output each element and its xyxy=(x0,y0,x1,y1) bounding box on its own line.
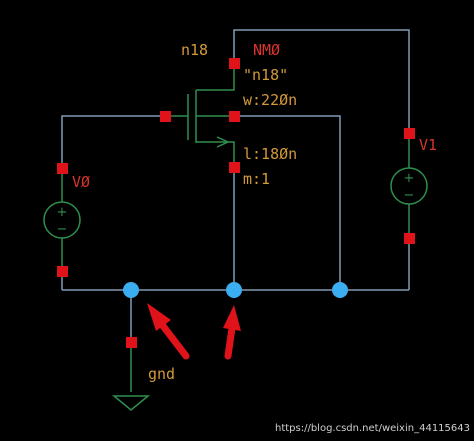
v1-instance-label: V1 xyxy=(419,136,437,154)
net-dot-gnd-left[interactable] xyxy=(123,282,139,298)
pin-bulk[interactable] xyxy=(229,111,240,122)
pin-drain[interactable] xyxy=(229,58,240,69)
source-lead xyxy=(196,141,235,168)
transistor-multiplier-param: m:1 xyxy=(243,170,270,188)
v0-plus-sign: + xyxy=(57,205,68,220)
source-arrow xyxy=(216,136,230,148)
transistor-width-param: w:22Øn xyxy=(243,91,297,109)
transistor-instance-label: NMØ xyxy=(253,41,280,59)
drain-lead xyxy=(196,63,235,91)
pin-source[interactable] xyxy=(229,162,240,173)
net-dot-gnd-bulk[interactable] xyxy=(332,282,348,298)
net-dot-gnd-source[interactable] xyxy=(226,282,242,298)
pin-v1-minus[interactable] xyxy=(404,233,415,244)
pin-gate[interactable] xyxy=(160,111,171,122)
watermark-text: https://blog.csdn.net/weixin_44115643 xyxy=(275,423,470,434)
net-dots xyxy=(123,282,348,298)
ground-symbol-icon[interactable] xyxy=(111,342,151,411)
transistor-model-label: n18 xyxy=(181,41,208,59)
pin-gnd[interactable] xyxy=(126,337,137,348)
ground-triangle xyxy=(111,395,151,411)
wire-v0-to-gate xyxy=(61,115,166,168)
pin-v0-plus[interactable] xyxy=(57,163,68,174)
v0-instance-label: VØ xyxy=(72,173,90,191)
wire-drain-to-v1-plus xyxy=(233,29,410,133)
gnd-label: gnd xyxy=(148,365,175,383)
v1-plus-sign: + xyxy=(404,171,415,186)
wire-bulk-to-ground xyxy=(234,115,341,290)
arrow-head-left xyxy=(147,303,171,331)
v1-minus-sign: − xyxy=(404,188,415,203)
arrow-icon xyxy=(224,324,236,360)
v0-minus-sign: − xyxy=(57,222,68,237)
pins xyxy=(57,58,415,348)
arrow-icon xyxy=(156,318,190,360)
annotation-arrows xyxy=(147,303,241,360)
transistor-length-param: l:18Øn xyxy=(243,145,297,163)
arrow-head-right xyxy=(223,305,241,331)
pin-v1-plus[interactable] xyxy=(404,128,415,139)
pin-v0-minus[interactable] xyxy=(57,266,68,277)
transistor-model-param: "n18" xyxy=(243,66,288,84)
